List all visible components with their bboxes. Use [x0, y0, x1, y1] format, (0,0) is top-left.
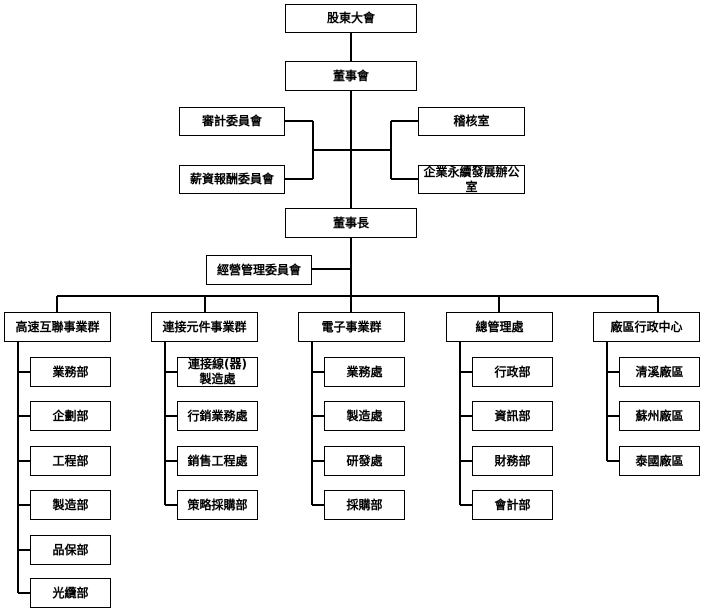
unit-label: 策略採購部 — [187, 497, 248, 512]
audit-office-label: 稽核室 — [453, 114, 490, 128]
chairman-box: 董事長 — [285, 208, 417, 238]
unit-box: 財務部 — [472, 446, 553, 476]
division-label: 廠區行政中心 — [610, 319, 683, 334]
unit-label: 工程部 — [52, 453, 89, 468]
compensation-committee-label: 薪資報酬委員會 — [189, 172, 274, 186]
division-label: 電子事業群 — [321, 319, 382, 334]
unit-box: 工程部 — [30, 446, 111, 476]
compensation-committee-box: 薪資報酬委員會 — [179, 165, 285, 194]
unit-label: 財務部 — [494, 453, 531, 468]
audit-committee-box: 審計委員會 — [179, 107, 285, 136]
chairman-label: 董事長 — [332, 215, 369, 230]
unit-label: 蘇州廠區 — [635, 408, 684, 423]
unit-box: 業務處 — [324, 357, 405, 387]
unit-label: 研發處 — [346, 453, 383, 468]
unit-box: 光纜部 — [30, 578, 111, 608]
unit-box: 研發處 — [324, 446, 405, 476]
division-box-plants: 廠區行政中心 — [593, 312, 700, 342]
unit-label: 連接線(器) 製造處 — [188, 357, 247, 386]
sustainability-office-box: 企業永續發展辦公室 — [418, 165, 525, 194]
unit-box: 清溪廠區 — [619, 357, 700, 387]
unit-box: 製造處 — [324, 401, 405, 431]
unit-label: 行銷業務處 — [187, 408, 248, 423]
unit-label: 採購部 — [346, 497, 383, 512]
division-box-connector: 連接元件事業群 — [151, 312, 258, 342]
unit-label: 品保部 — [52, 542, 89, 557]
unit-label: 業務部 — [52, 364, 89, 379]
unit-box: 資訊部 — [472, 401, 553, 431]
unit-label: 會計部 — [494, 497, 531, 512]
division-box-high-speed: 高速互聯事業群 — [4, 312, 111, 342]
unit-label: 銷售工程處 — [187, 453, 248, 468]
unit-label: 光纜部 — [52, 585, 89, 600]
unit-box: 會計部 — [472, 490, 553, 520]
management-committee-box: 經營管理委員會 — [206, 255, 312, 285]
unit-box: 品保部 — [30, 535, 111, 565]
unit-label: 清溪廠區 — [635, 364, 684, 379]
unit-box: 製造部 — [30, 490, 111, 520]
unit-box: 行銷業務處 — [177, 401, 258, 431]
unit-box: 策略採購部 — [177, 490, 258, 520]
audit-office-box: 稽核室 — [418, 107, 525, 136]
division-label: 高速互聯事業群 — [15, 319, 100, 334]
unit-box: 蘇州廠區 — [619, 401, 700, 431]
division-label: 連接元件事業群 — [162, 319, 247, 334]
unit-label: 行政部 — [494, 364, 531, 379]
unit-label: 製造部 — [52, 497, 89, 512]
division-label: 總管理處 — [475, 319, 524, 334]
unit-box: 銷售工程處 — [177, 446, 258, 476]
division-box-electronics: 電子事業群 — [298, 312, 405, 342]
unit-label: 製造處 — [346, 408, 383, 423]
management-committee-label: 經營管理委員會 — [216, 262, 301, 277]
shareholders-box: 股東大會 — [285, 4, 417, 33]
sustainability-office-label: 企業永續發展辦公室 — [423, 164, 520, 194]
shareholders-label: 股東大會 — [326, 11, 375, 25]
unit-label: 泰國廠區 — [635, 453, 684, 468]
unit-box: 採購部 — [324, 490, 405, 520]
unit-box: 企劃部 — [30, 401, 111, 431]
unit-label: 業務處 — [346, 364, 383, 379]
division-box-admin: 總管理處 — [446, 312, 553, 342]
unit-box: 連接線(器) 製造處 — [177, 357, 258, 387]
unit-box: 業務部 — [30, 357, 111, 387]
board-box: 董事會 — [285, 61, 417, 91]
board-label: 董事會 — [332, 68, 369, 83]
unit-box: 泰國廠區 — [619, 446, 700, 476]
unit-label: 資訊部 — [494, 408, 531, 423]
unit-box: 行政部 — [472, 357, 553, 387]
audit-committee-label: 審計委員會 — [201, 114, 262, 128]
unit-label: 企劃部 — [52, 408, 89, 423]
